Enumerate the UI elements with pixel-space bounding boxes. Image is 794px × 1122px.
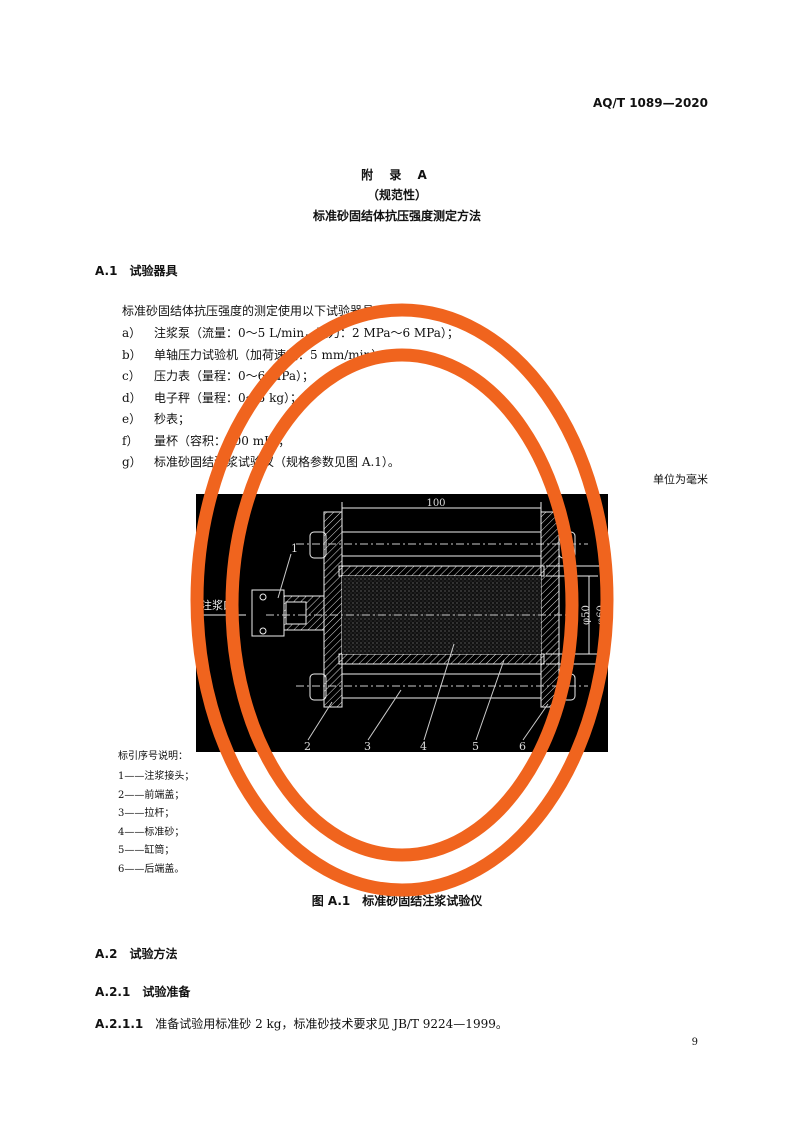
section-title: 试验方法 (129, 947, 178, 961)
legend-item: 2——前端盖； (118, 789, 185, 801)
section-title: 试验器具 (129, 264, 178, 278)
section-a211: A.2.1.1 准备试验用标准砂 2 kg，标准砂技术要求见 JB/T 9224… (95, 1015, 508, 1032)
cylinder-top (338, 565, 545, 577)
appendix-title: 附 录 A (361, 168, 433, 182)
section-a1-heading: A.1 试验器具 (95, 262, 177, 279)
list-item: a） 注浆泵（流量：0～5 L/min，压力：2 MPa～6 MPa）； (122, 324, 459, 341)
appendix-name: 标准砂固结体抗压强度测定方法 (312, 209, 481, 223)
legend-item: 6——后端盖。 (118, 863, 185, 875)
callout-4: 4 (420, 740, 427, 752)
figure-diagram: 100 φ50 φ60 注浆口 1 2 3 4 5 6 (196, 494, 608, 753)
section-text: 准备试验用标准砂 2 kg，标准砂技术要求见 JB/T 9224—1999。 (155, 1017, 508, 1031)
section-a21-heading: A.2.1 试验准备 (95, 983, 190, 1000)
section-number: A.2.1.1 (95, 1017, 144, 1031)
list-item: c） 压力表（量程：0～6 MPa）； (122, 367, 314, 384)
rear-end-cap (540, 511, 560, 708)
item-text: 单轴压力试验机（加荷速度：5 mm/min）； (154, 347, 390, 362)
unit-note: 单位为毫米 (653, 473, 708, 486)
item-text: 标准砂固结注浆试验仪（规格参数见图 A.1）。 (154, 455, 400, 469)
inlet-label: 注浆口 (201, 598, 234, 612)
item-label: c） (122, 369, 141, 383)
cylinder-bottom (338, 653, 545, 665)
item-label: f） (122, 433, 139, 448)
callout-1: 1 (291, 542, 298, 555)
grout-connector (251, 589, 325, 637)
section-number: A.2 (95, 947, 118, 961)
section-title: 试验准备 (142, 985, 191, 999)
section-number: A.1 (95, 264, 118, 278)
intro-text: 标准砂固结体抗压强度的测定使用以下试验器具： (122, 304, 387, 318)
appendix-type: （规范性） (366, 188, 427, 202)
legend-item: 3——拉杆； (118, 808, 175, 819)
center-lines (266, 543, 588, 687)
legend-title: 标引序号说明： (118, 751, 188, 762)
item-label: b） (122, 347, 142, 362)
list-item: g） 标准砂固结注浆试验仪（规格参数见图 A.1）。 (122, 453, 400, 470)
figure-caption: 图 A.1 标准砂固结注浆试验仪 (311, 894, 483, 908)
dim-d60: φ60 (596, 605, 607, 625)
list-item: d） 电子秤（量程：0～5 kg）； (122, 389, 302, 406)
list-item: b） 单轴压力试验机（加荷速度：5 mm/min）； (122, 346, 389, 363)
item-text: 量杯（容积：200 mL）； (154, 433, 291, 448)
list-item: e） 秒表； (122, 410, 190, 427)
callout-3: 3 (364, 740, 371, 752)
item-label: e） (122, 412, 142, 426)
callout-6: 6 (519, 740, 526, 752)
legend-item: 5——缸筒； (118, 845, 175, 856)
list-item: f） 量杯（容积：200 mL）； (122, 432, 290, 449)
item-label: g） (122, 455, 142, 469)
dim-length: 100 (426, 498, 445, 509)
front-end-cap (323, 511, 343, 708)
item-label: d） (122, 390, 142, 405)
item-text: 压力表（量程：0～6 MPa）； (154, 369, 315, 383)
standard-number: AQ/T 1089—2020 (592, 96, 708, 110)
section-a2-heading: A.2 试验方法 (95, 945, 177, 962)
legend-item: 1——注浆接头； (118, 771, 195, 782)
item-text: 注浆泵（流量：0～5 L/min，压力：2 MPa～6 MPa）； (154, 326, 459, 340)
callout-5: 5 (472, 740, 479, 752)
item-text: 秒表； (154, 412, 191, 426)
callout-2: 2 (304, 740, 311, 752)
legend-item: 4——标准砂； (118, 826, 185, 838)
section-number: A.2.1 (95, 985, 131, 999)
dim-d50: φ50 (581, 605, 592, 625)
item-text: 电子秤（量程：0～5 kg）； (154, 390, 303, 405)
item-label: a） (122, 326, 142, 340)
page-number: 9 (691, 1037, 698, 1048)
